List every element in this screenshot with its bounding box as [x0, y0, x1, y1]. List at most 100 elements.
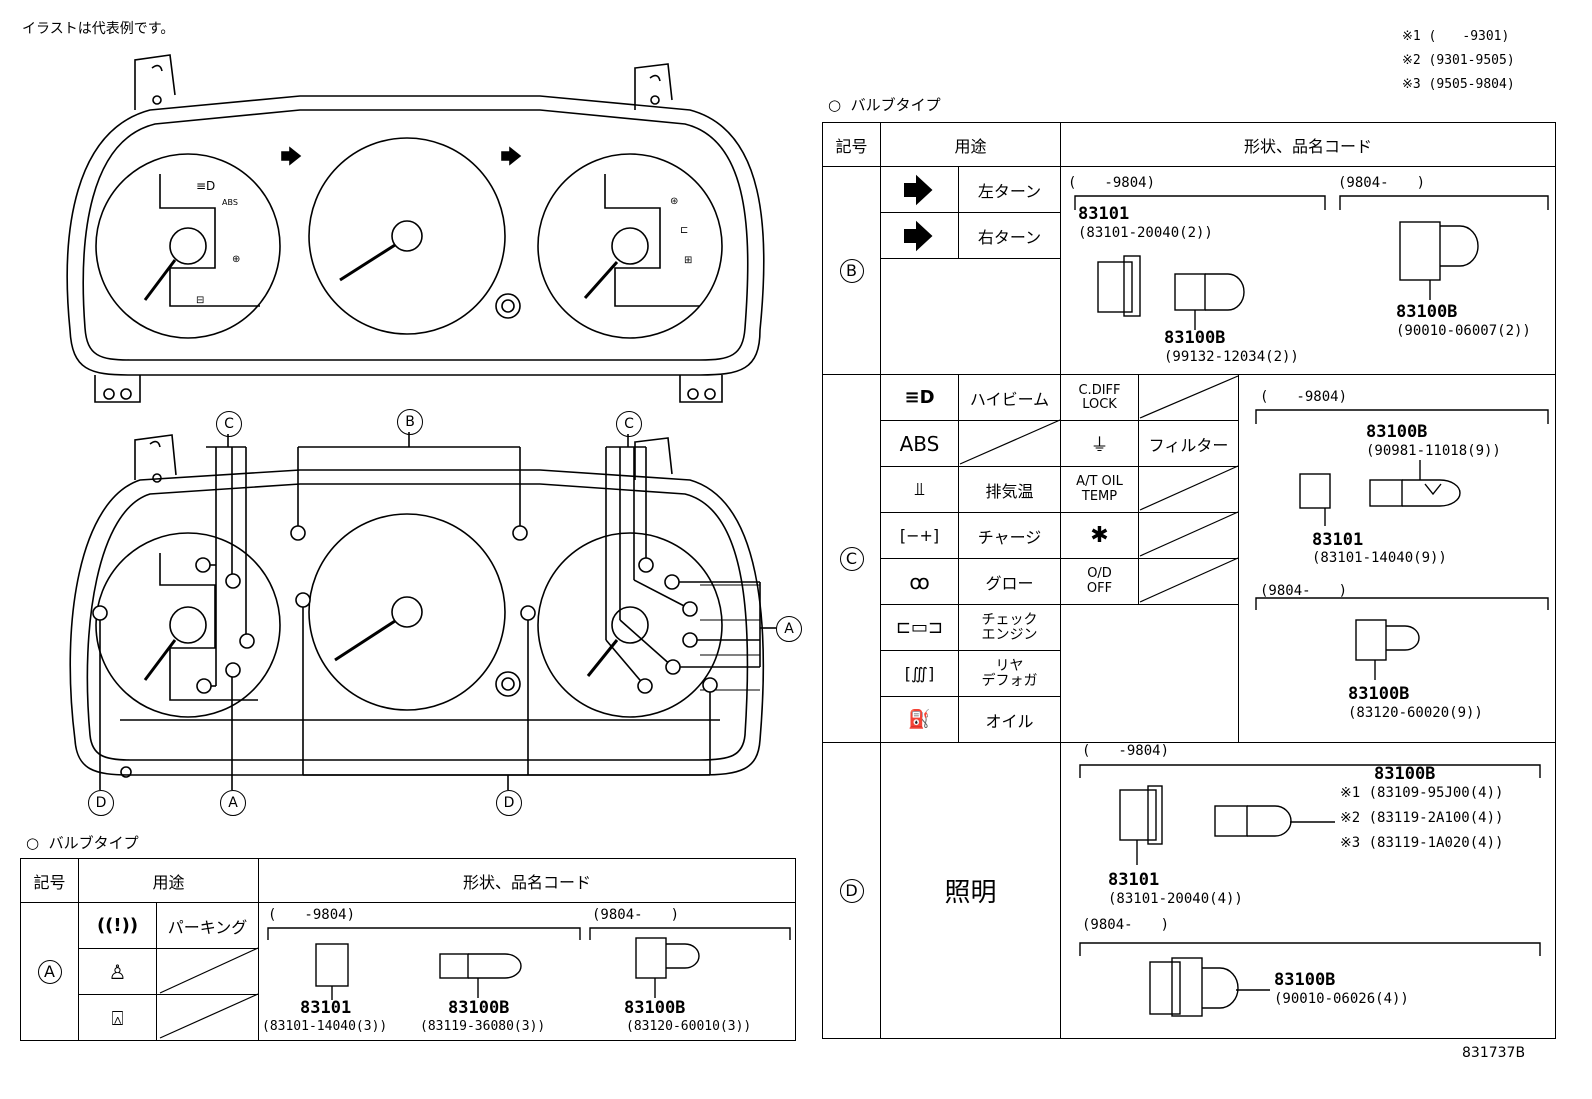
turn-left-label: 左ターン — [958, 166, 1061, 213]
bulb-table-right: 記号 用途 形状、品名コード B 左ターン 右ターン C ≡D ハイビーム C.… — [822, 122, 1556, 1039]
b-range-new: (9804- ) — [1338, 175, 1426, 191]
d-shape-cell — [1060, 742, 1556, 1039]
b-range-old: ( -9804) — [1068, 175, 1156, 191]
cdiff-value-empty — [1138, 374, 1239, 421]
d-new-pn: 83100B — [1274, 970, 1336, 990]
check-engine-label: チェック エンジン — [958, 604, 1061, 651]
callout-a-bottom: A — [220, 790, 246, 816]
a-range-new: (9804- ) — [592, 907, 680, 923]
b-old-bulb-pn: 83100B — [1164, 328, 1226, 348]
code-d-label: D — [839, 878, 864, 903]
callout-d-left: D — [88, 790, 114, 816]
rear-defog-label: リヤ デフォガ — [958, 650, 1061, 697]
oil-label: オイル — [958, 696, 1061, 743]
exhaust-temp-label: 排気温 — [958, 466, 1061, 513]
svg-text:⊕: ⊕ — [232, 254, 240, 265]
c-empty-block — [1060, 604, 1239, 743]
rear-defog-icon: [∭] — [880, 650, 959, 697]
svg-text:ABS: ABS — [222, 198, 238, 207]
a-socket-pn: 83101 — [300, 998, 352, 1018]
glow-label: グロー — [958, 558, 1061, 605]
high-beam-icon: ≡D — [880, 374, 959, 421]
door-label-empty — [156, 994, 259, 1041]
d-bulb-code-3: ※3 (83119-1A020(4)) — [1340, 835, 1504, 851]
bulb-type-heading-right-text: バルブタイプ — [850, 96, 941, 114]
door-open-icon: ⍓ — [78, 994, 157, 1041]
c-range-old: ( -9804) — [1260, 389, 1348, 405]
b-empty — [880, 258, 1061, 375]
a-new-code: (83120-60010(3)) — [626, 1019, 752, 1034]
code-d: D — [822, 742, 881, 1039]
c-shape-cell — [1238, 374, 1556, 743]
c-old-bulb-pn: 83100B — [1366, 422, 1428, 442]
turn-right-icon — [880, 212, 959, 259]
a-shape-cell — [258, 902, 796, 1041]
bulb-type-heading-left-text: バルブタイプ — [48, 834, 139, 852]
cluster-front-view: ≡D ABS ⊕ ⊟ ⊛ ⊏ ⊞ — [66, 54, 765, 403]
illustration-note: イラストは代表例です。 — [22, 21, 175, 37]
at-oil-value-empty — [1138, 466, 1239, 513]
airbag-value-empty — [1138, 512, 1239, 559]
bulb-type-heading-left: ○ バルブタイプ — [26, 834, 139, 852]
svg-text:≡D: ≡D — [196, 179, 215, 193]
c-range-new: (9804- ) — [1260, 583, 1348, 599]
callout-d-bottom: D — [496, 790, 522, 816]
c-old-socket-pn: 83101 — [1312, 530, 1364, 550]
abs-icon: ABS — [880, 420, 959, 467]
date-note-1: ※1 ( -9301) — [1402, 29, 1510, 44]
c-new-code: (83120-60020(9)) — [1348, 705, 1483, 721]
c-old-socket-code: (83101-14040(9)) — [1312, 550, 1447, 566]
illumination-label: 照明 — [880, 742, 1061, 1039]
parking-brake-icon: ((!)) — [78, 902, 157, 949]
a-range-old: ( -9804) — [268, 907, 356, 923]
b-new-pn: 83100B — [1396, 302, 1458, 322]
code-b-label: B — [839, 258, 864, 283]
at-oil-temp-label: A/T OIL TEMP — [1060, 466, 1139, 513]
code-c: C — [822, 374, 881, 743]
col-code-header: 記号 — [822, 122, 881, 167]
code-b: B — [822, 166, 881, 375]
d-new-code: (90010-06026(4)) — [1274, 991, 1409, 1007]
high-beam-label: ハイビーム — [958, 374, 1061, 421]
c-new-pn: 83100B — [1348, 684, 1410, 704]
b-old-bulb-code: (99132-12034(2)) — [1164, 349, 1299, 365]
code-c-label: C — [839, 546, 864, 571]
svg-text:⊟: ⊟ — [196, 295, 204, 306]
od-off-value-empty — [1138, 558, 1239, 605]
filter-icon: ⏚ — [1060, 420, 1139, 467]
c-old-bulb-code: (90981-11018(9)) — [1366, 443, 1501, 459]
a-new-pn: 83100B — [624, 998, 686, 1018]
glow-icon: ꝏ — [880, 558, 959, 605]
d-bulb-code-1: ※1 (83109-95J00(4)) — [1340, 785, 1504, 801]
d-bulb-pn: 83100B — [1374, 764, 1436, 784]
b-new-code: (90010-06007(2)) — [1396, 323, 1531, 339]
seatbelt-label-empty — [156, 948, 259, 995]
b-shape-cell — [1060, 166, 1556, 375]
callout-a-right: A — [776, 616, 802, 642]
svg-text:⊞: ⊞ — [684, 255, 692, 266]
cdiff-label: C.DIFF LOCK — [1060, 374, 1139, 421]
bulb-type-heading-right: ○ バルブタイプ — [828, 96, 941, 114]
col-shape-header: 形状、品名コード — [1060, 122, 1556, 167]
charge-icon: [−+] — [880, 512, 959, 559]
left-col-use-header: 用途 — [78, 858, 259, 903]
airbag-icon: ✱ — [1060, 512, 1139, 559]
figure-id: 831737B — [1462, 1045, 1526, 1061]
turn-left-icon — [880, 166, 959, 213]
d-socket-code: (83101-20040(4)) — [1108, 891, 1243, 907]
left-col-code-header: 記号 — [20, 858, 79, 903]
col-use-header: 用途 — [880, 122, 1061, 167]
date-note-2: ※2 (9301-9505) — [1402, 53, 1515, 68]
a-bulb-code: (83119-36080(3)) — [420, 1019, 546, 1034]
callout-c-left: C — [216, 411, 242, 437]
d-socket-pn: 83101 — [1108, 870, 1160, 890]
filter-label: フィルター — [1138, 420, 1239, 467]
oil-icon: ⛽ — [880, 696, 959, 743]
turn-right-label: 右ターン — [958, 212, 1061, 259]
callout-b: B — [397, 409, 423, 435]
date-note-3: ※3 (9505-9804) — [1402, 77, 1515, 92]
a-socket-code: (83101-14040(3)) — [262, 1019, 388, 1034]
left-col-shape-header: 形状、品名コード — [258, 858, 796, 903]
svg-text:⊏: ⊏ — [680, 225, 688, 236]
svg-text:⊛: ⊛ — [670, 196, 678, 207]
